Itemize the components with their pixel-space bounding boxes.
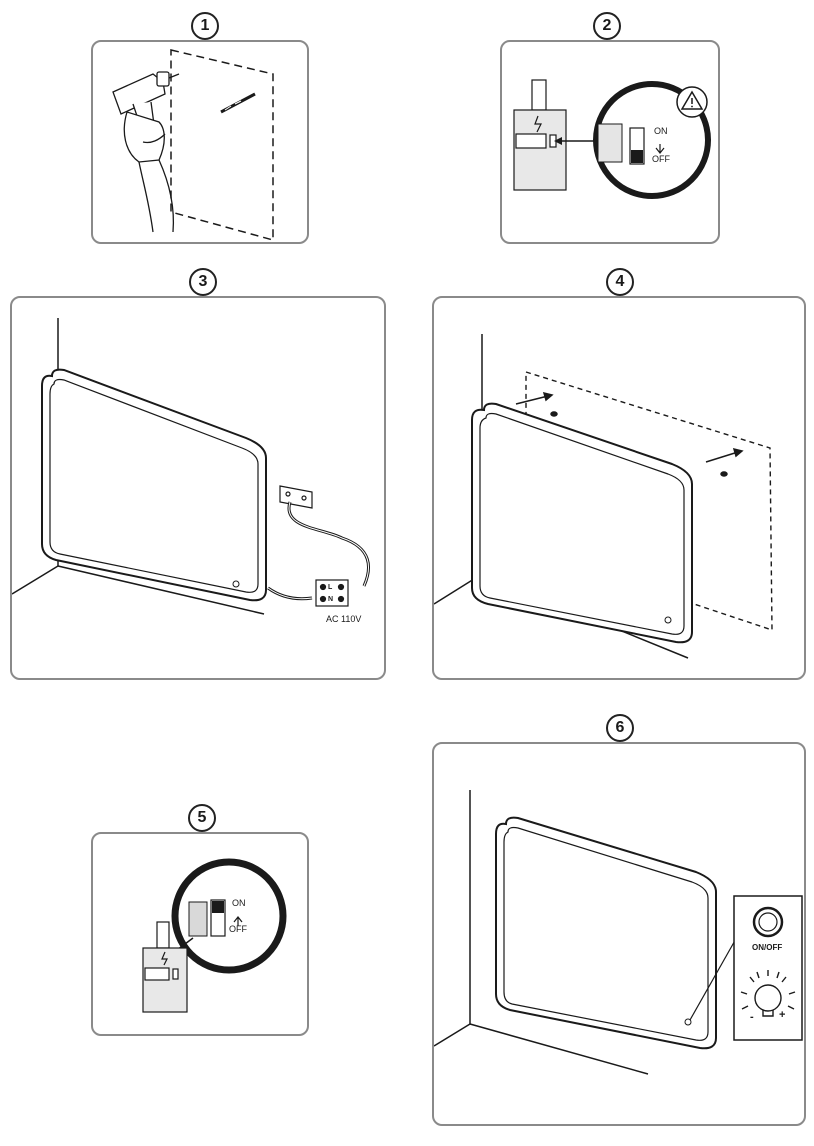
breaker-icon [513, 79, 567, 191]
step-2-panel: ON OFF [500, 40, 720, 244]
terminal-block-icon [315, 579, 349, 607]
drill-icon [112, 71, 180, 233]
dimmer-plus-label: + [779, 1009, 786, 1021]
breaker-on-label: ON [232, 898, 246, 908]
step-number-1: 1 [191, 12, 219, 40]
onoff-label: ON/OFF [752, 943, 783, 952]
breaker-icon [142, 921, 188, 1013]
step-3-illustration [12, 318, 371, 615]
step-number-3: 3 [189, 268, 217, 296]
step-number-4: 4 [606, 268, 634, 296]
warning-triangle-icon [676, 86, 708, 118]
breaker-off-label: OFF [229, 924, 247, 934]
wall-anchor-icon [220, 92, 256, 114]
step-3-panel: L N AC 110V [10, 296, 386, 680]
voltage-label: AC 110V [326, 614, 362, 624]
step-5-panel: ON OFF [91, 832, 309, 1036]
step-6-panel: ON/OFF - + [432, 742, 806, 1126]
breaker-off-label: OFF [652, 154, 670, 164]
step-number-6: 6 [606, 714, 634, 742]
step-5-illustration [142, 858, 287, 1013]
step-4-illustration [434, 334, 773, 659]
terminal-l-label: L [328, 584, 333, 591]
junction-box-icon [279, 485, 313, 509]
step-2-illustration [513, 79, 711, 199]
step-number-5: 5 [188, 804, 216, 832]
bulb-icon [740, 970, 796, 1017]
dimmer-minus-label: - [750, 1011, 754, 1023]
mirror-icon [495, 816, 717, 1050]
breaker-on-label: ON [654, 126, 668, 136]
mirror-icon [471, 402, 693, 644]
step-6-illustration [434, 790, 803, 1075]
step-4-panel [432, 296, 806, 680]
terminal-n-label: N [328, 596, 334, 603]
step-1-panel [91, 40, 309, 244]
power-button-icon [752, 906, 784, 938]
step-1-illustration [112, 49, 274, 241]
mirror-icon [41, 368, 267, 602]
step-number-2: 2 [593, 12, 621, 40]
